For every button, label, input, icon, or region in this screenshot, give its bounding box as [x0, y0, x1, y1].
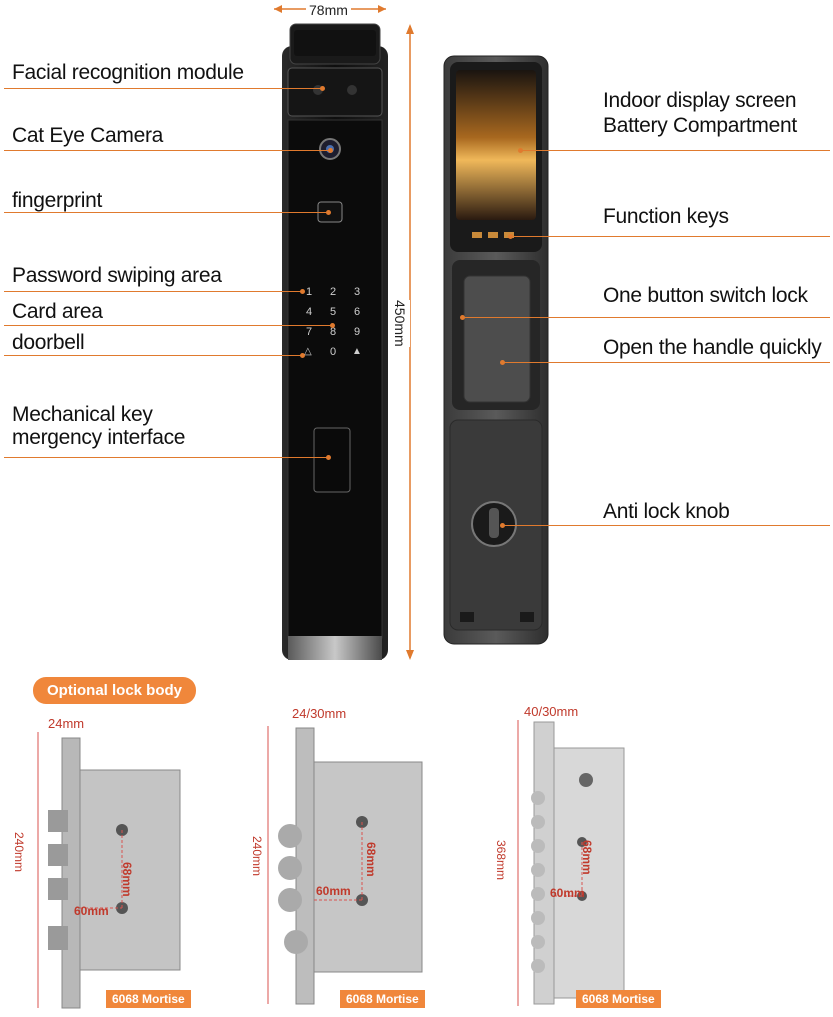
lock-body-2: 24/30mm 240mm 68mm 60mm 6068 Mortise — [250, 700, 512, 1012]
leader-dot — [326, 210, 331, 215]
lock-width-label: 40/30mm — [524, 704, 579, 719]
lock-height-label: 368mm — [494, 840, 508, 881]
lock-width-label: 24/30mm — [292, 706, 347, 721]
keypad-key[interactable]: 5 — [330, 306, 337, 318]
keypad-key[interactable]: 3 — [354, 286, 361, 298]
leader-line — [510, 236, 830, 237]
lock-body-image — [517, 720, 625, 1006]
lock-h-dimension: 60mm — [550, 886, 585, 900]
doorbell-icon[interactable]: △ — [304, 346, 312, 357]
label-open-handle-quickly: Open the handle quickly — [603, 336, 822, 359]
lock-body-3: 40/30mm 368mm 68mm 60mm 6068 Mortise — [494, 700, 726, 1012]
leader-dot — [328, 148, 333, 153]
lock-body-image — [267, 726, 423, 1005]
keypad-key[interactable]: 8 — [330, 326, 337, 338]
lock-width-label: 24mm — [48, 716, 85, 731]
lock-icon[interactable]: ▲ — [352, 346, 362, 357]
keypad-key[interactable]: 9 — [354, 326, 361, 338]
leader-dot — [500, 360, 505, 365]
leader-line — [4, 355, 304, 356]
rear-lock-image — [443, 55, 549, 645]
label-doorbell: doorbell — [12, 331, 85, 354]
leader-line — [4, 291, 304, 292]
keypad-key[interactable]: 4 — [306, 306, 313, 318]
leader-dot — [500, 523, 505, 528]
label-anti-lock-knob: Anti lock knob — [603, 500, 730, 523]
optional-lock-body-title: Optional lock body — [33, 677, 197, 704]
front-lock-image — [282, 23, 388, 660]
leader-dot — [326, 455, 331, 460]
leader-line — [502, 525, 830, 526]
leader-dot — [300, 289, 305, 294]
leader-line — [4, 457, 330, 458]
leader-line — [4, 150, 332, 151]
leader-dot — [330, 323, 335, 328]
leader-dot — [300, 353, 305, 358]
label-cat-eye-camera: Cat Eye Camera — [12, 124, 164, 147]
front-lock-panel: 78mm 450mm — [4, 2, 414, 660]
keypad-key[interactable]: 1 — [306, 286, 313, 298]
label-battery-compartment: Battery Compartment — [603, 114, 797, 137]
label-fingerprint: fingerprint — [12, 189, 103, 212]
lock-height-label: 240mm — [250, 836, 264, 877]
leader-line — [520, 150, 830, 151]
height-dimension-arrow — [406, 24, 414, 660]
width-dimension-label: 78mm — [306, 2, 351, 18]
label-mechanical-key: Mechanical key — [12, 403, 153, 426]
keypad-key[interactable]: 0 — [330, 346, 337, 358]
lock-v-dimension: 68mm — [364, 842, 378, 877]
keypad-key[interactable]: 7 — [306, 326, 313, 338]
lock-height-label: 240mm — [12, 832, 26, 873]
mortise-tag: 6068 Mortise — [576, 990, 661, 1008]
label-facial-recognition: Facial recognition module — [12, 61, 244, 84]
keypad-key[interactable]: 6 — [354, 306, 361, 318]
lock-h-dimension: 60mm — [316, 884, 351, 898]
leader-dot — [518, 148, 523, 153]
leader-dot — [508, 234, 513, 239]
label-card-area: Card area — [12, 300, 103, 323]
rear-lock-panel: Indoor display screen Battery Compartmen… — [430, 40, 833, 660]
lock-v-dimension: 68mm — [580, 840, 594, 875]
leader-line — [4, 325, 334, 326]
label-indoor-display: Indoor display screen — [603, 89, 797, 112]
keypad-key[interactable]: 2 — [330, 286, 337, 298]
leader-dot — [460, 315, 465, 320]
leader-dot — [320, 86, 325, 91]
mortise-tag: 6068 Mortise — [340, 990, 425, 1008]
label-function-keys: Function keys — [603, 205, 729, 228]
lock-v-dimension: 68mm — [120, 862, 134, 897]
label-emergency-interface: mergency interface — [12, 426, 186, 449]
leader-line — [502, 362, 830, 363]
mortise-tag: 6068 Mortise — [106, 990, 191, 1008]
leader-line — [4, 212, 330, 213]
keypad: 1 2 3 4 5 6 7 8 9 0 △ ▲ — [298, 284, 372, 364]
leader-line — [462, 317, 830, 318]
lock-h-dimension: 60mm — [74, 904, 109, 918]
label-password-swiping-area: Password swiping area — [12, 264, 222, 287]
leader-line — [4, 88, 324, 89]
lock-body-image — [37, 732, 181, 1009]
label-one-button-switch-lock: One button switch lock — [603, 284, 808, 307]
lock-body-1: 24mm 240mm 68mm 60mm 6068 Mortise — [10, 712, 250, 1012]
